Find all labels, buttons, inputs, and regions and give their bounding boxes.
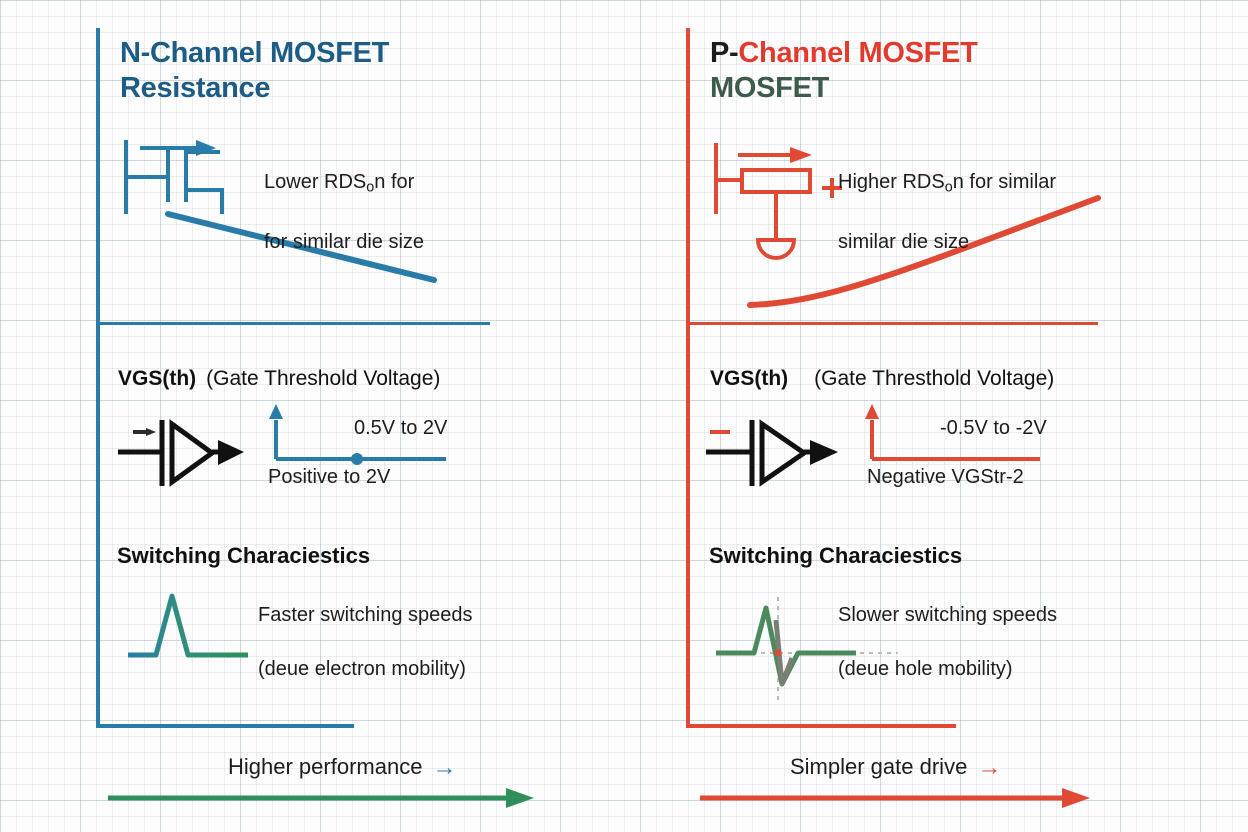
right-res-text-1: Higher RDS — [838, 171, 945, 193]
right-res-sub: o — [944, 179, 953, 196]
right-sw-text-2: (deue hole mobility) — [838, 658, 1013, 680]
right-footer-caption: Simpler gate drive → — [790, 754, 1001, 782]
left-sw-text-1: Faster switching speeds — [258, 604, 473, 626]
right-resistance-curve — [747, 195, 1101, 308]
left-column-baseline — [96, 724, 354, 728]
right-res-tail: n for similar — [952, 171, 1057, 193]
right-sw-text-1: Slower switching speeds — [838, 604, 1057, 626]
n-channel-arrow-head — [196, 140, 216, 156]
left-column-rule — [96, 28, 100, 728]
left-plot-dot-marker — [351, 453, 363, 465]
right-vgs-below-label: Negative VGStr-2 — [867, 466, 1024, 488]
diode-buffer-symbol-right — [706, 419, 838, 487]
left-plot-axis-arrow — [269, 404, 283, 419]
left-res-tail: n for — [374, 171, 415, 193]
right-switching-text: Slower switching speeds (deue hole mobil… — [838, 575, 1057, 683]
right-arrow-icon: → — [432, 754, 457, 781]
left-res-text-2: for similar die size — [264, 230, 425, 253]
right-column-title: P-Channel MOSFET MOSFET — [710, 36, 978, 106]
left-footer-caption: Higher performance → — [228, 754, 456, 782]
right-vgs-heading: VGS(th) (Gate Thresthold Voltage) — [710, 367, 1054, 391]
left-title-line2: Resistance — [120, 72, 271, 104]
left-res-text-1: Lower RDS — [264, 171, 367, 193]
right-plot-axis-arrow — [865, 404, 879, 419]
left-switching-heading: Switching Characiestics — [117, 543, 371, 568]
left-vgs-range-label: 0.5V to 2V — [354, 417, 448, 439]
right-vgs-bold: VGS(th) — [710, 367, 789, 390]
right-waveform-line — [716, 605, 856, 687]
right-column-baseline — [686, 724, 956, 728]
right-switching-heading: Switching Characiestics — [709, 543, 963, 568]
left-section-divider — [96, 322, 490, 325]
left-title-line1: N-Channel MOSFET — [120, 37, 390, 69]
right-vgs-mini-plot — [870, 420, 1040, 461]
p-channel-arrow-head — [790, 147, 812, 163]
right-title-prefix: P- — [710, 37, 739, 69]
right-section-divider — [686, 322, 1098, 325]
diode-buffer-symbol-left — [118, 419, 244, 487]
right-title-line1: Channel MOSFET — [738, 37, 978, 69]
p-channel-bulb — [755, 238, 797, 260]
plus-sign-icon — [822, 178, 842, 198]
left-vgs-heading: VGS(th) (Gate Threshold Voltage) — [118, 367, 440, 391]
right-vgs-rest: (Gate Thresthold Voltage) — [814, 367, 1055, 390]
left-vgs-below-label: Positive to 2V — [268, 466, 391, 488]
left-column-title: N-Channel MOSFET Resistance — [120, 36, 389, 106]
right-footer-label: Simpler gate drive — [790, 754, 968, 779]
left-sw-text-2: (deue electron mobility) — [258, 658, 466, 680]
right-column-rule — [686, 28, 690, 728]
left-footer-label: Higher performance — [228, 754, 423, 779]
left-res-sub: o — [366, 179, 375, 196]
left-resistance-text: Lower RDSon for for similar die size — [264, 142, 424, 256]
right-resistance-text: Higher RDSon for similar similar die siz… — [838, 142, 1056, 256]
left-switching-text: Faster switching speeds (deue electron m… — [258, 575, 473, 683]
right-waveform-negative-lobe — [773, 619, 795, 687]
left-vgs-rest: (Gate Threshold Voltage) — [206, 367, 441, 390]
right-vgs-range-label: -0.5V to -2V — [940, 417, 1047, 439]
right-waveform-origin-dot — [774, 649, 782, 657]
left-resistance-curve — [165, 211, 437, 283]
right-arrow-icon: → — [977, 754, 1002, 781]
left-vgs-bold: VGS(th) — [118, 367, 197, 390]
right-title-line2: MOSFET — [710, 72, 830, 104]
right-res-text-2: similar die size — [838, 230, 970, 253]
